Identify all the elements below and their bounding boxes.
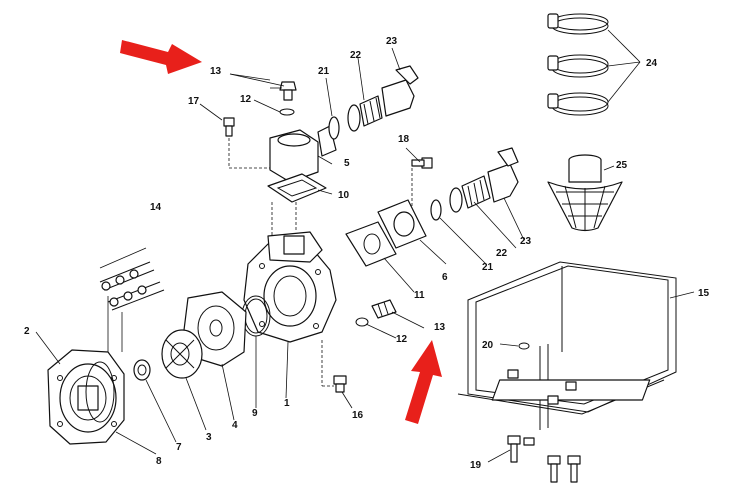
callout-6: 6 — [442, 272, 448, 283]
callout-13-top: 13 — [210, 66, 222, 77]
frame-bolts — [507, 435, 581, 483]
callout-23-mid: 23 — [520, 236, 532, 247]
leader-lines — [35, 47, 525, 463]
callout-12-mid: 12 — [396, 334, 408, 345]
callout-8: 8 — [156, 456, 162, 467]
callout-9: 9 — [252, 408, 258, 419]
highlight-arrow-top — [120, 40, 202, 74]
callout-17: 17 — [188, 96, 200, 107]
callout-21-top: 21 — [318, 66, 330, 77]
callout-24: 24 — [646, 58, 658, 69]
hose-clamps — [547, 13, 641, 116]
callout-16: 16 — [352, 410, 364, 421]
callout-4: 4 — [232, 420, 238, 431]
callout-12-top: 12 — [240, 94, 252, 105]
volute-impeller-group — [133, 291, 271, 381]
highlight-arrow-bottom — [405, 340, 442, 424]
callout-15: 15 — [698, 288, 710, 299]
callout-25: 25 — [616, 160, 628, 171]
priming-plug-mid — [355, 299, 397, 327]
callout-10: 10 — [338, 190, 350, 201]
callout-2: 2 — [24, 326, 30, 337]
callout-20: 20 — [482, 340, 494, 351]
suction-flange-assembly — [345, 147, 519, 267]
callout-19: 19 — [470, 460, 482, 471]
callout-18: 18 — [398, 134, 410, 145]
callout-22-top: 22 — [350, 50, 362, 61]
stud-bolts — [99, 247, 165, 352]
strainer — [547, 154, 623, 232]
pump-frame — [457, 261, 695, 430]
callout-1: 1 — [284, 398, 290, 409]
callout-11: 11 — [414, 290, 425, 301]
callout-5: 5 — [344, 158, 350, 169]
callout-7: 7 — [176, 442, 182, 453]
callout-13-mid: 13 — [434, 322, 446, 333]
callout-14: 14 — [150, 202, 162, 213]
pump-casing — [243, 231, 347, 393]
callout-labels: 13 17 12 21 22 23 24 5 18 10 25 14 6 21 … — [24, 36, 710, 471]
callout-23-top: 23 — [386, 36, 398, 47]
callout-3: 3 — [206, 432, 212, 443]
callout-21-mid: 21 — [482, 262, 494, 273]
discharge-elbow-assembly — [223, 65, 419, 236]
engine-cover — [47, 349, 125, 445]
callout-22-mid: 22 — [496, 248, 508, 259]
